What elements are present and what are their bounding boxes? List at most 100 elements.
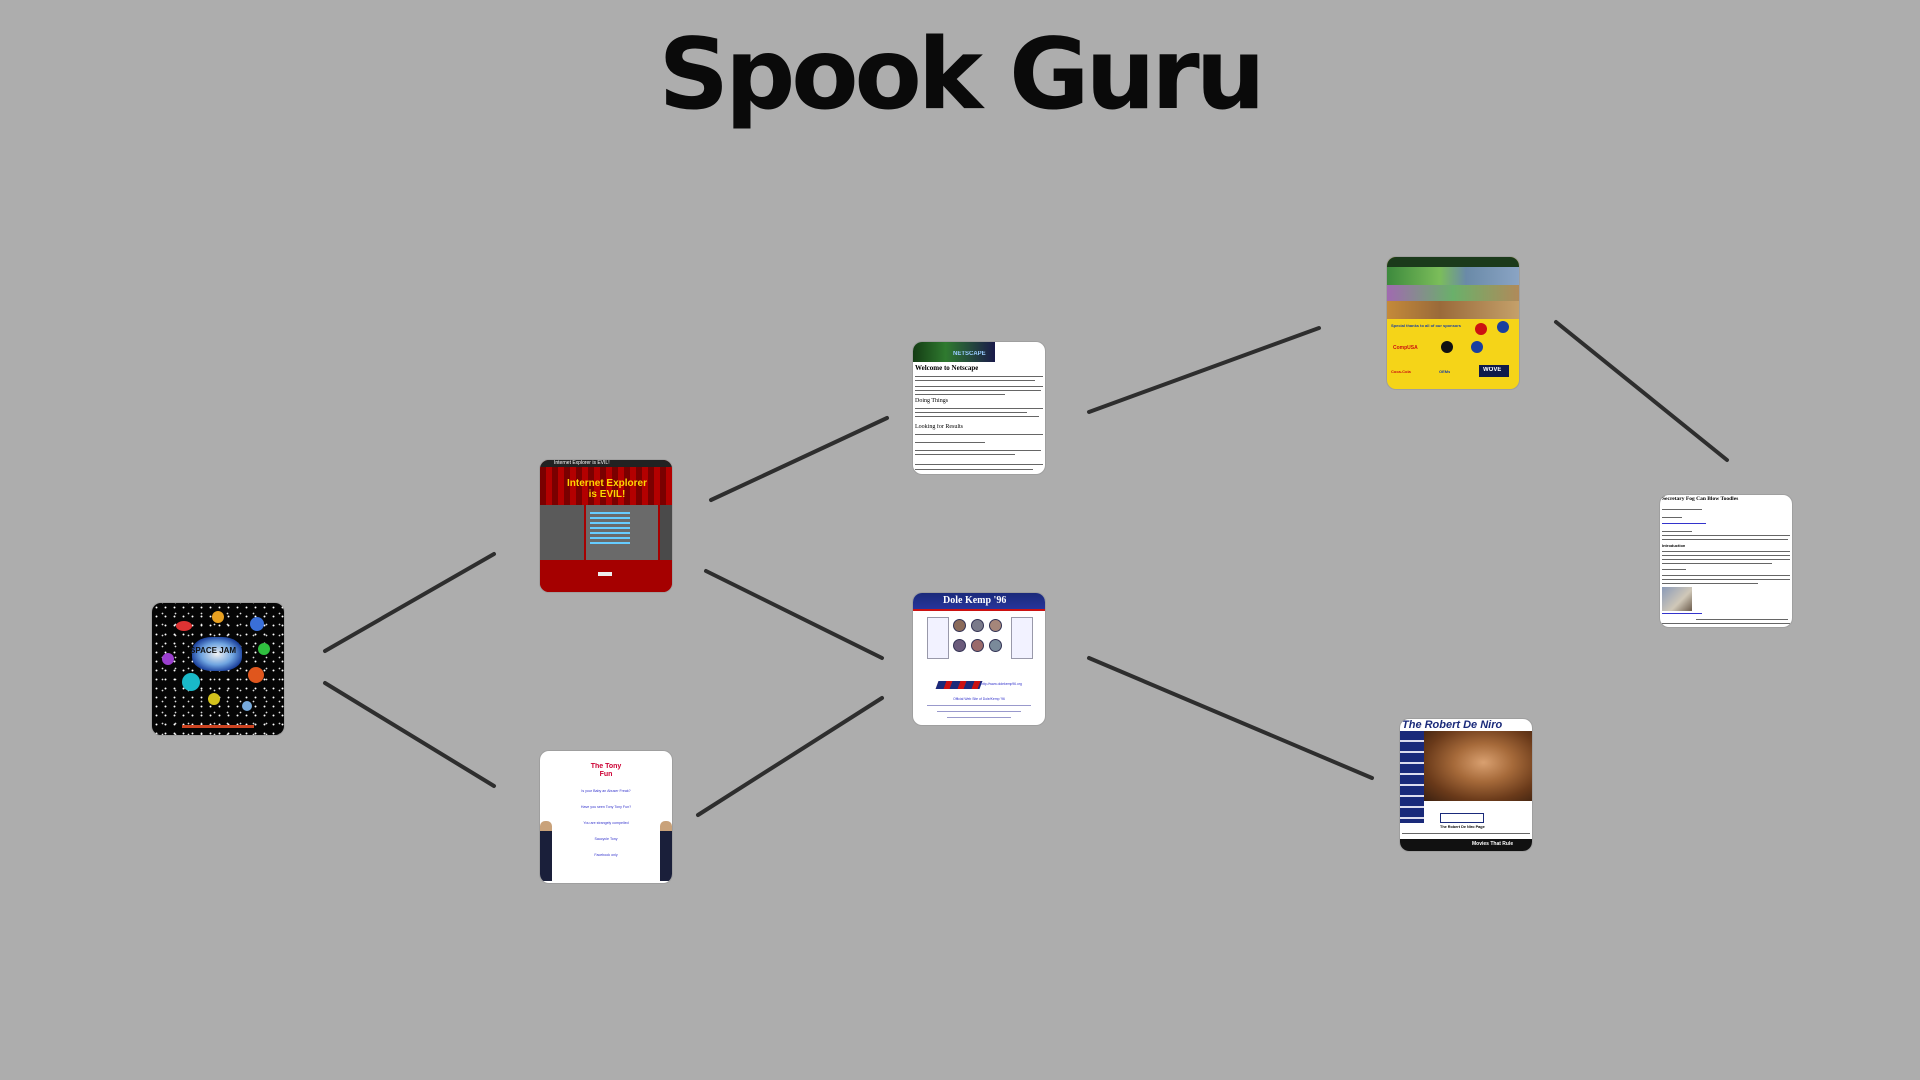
- dole-kemp-flag: [935, 681, 983, 689]
- planet-icon: [212, 611, 224, 623]
- de-niro-banner: [1400, 839, 1532, 851]
- link-dolekemp-deniro: [1087, 656, 1374, 780]
- planet-icon: [250, 617, 264, 631]
- node-ie-is-evil-site[interactable]: Internet Explorer is EVIL! Internet Expl…: [540, 460, 672, 592]
- tony-fun-link[interactable]: Have you seen Tony Tony Fun?: [580, 805, 632, 809]
- de-niro-banner-text[interactable]: Movies That Rule: [1472, 841, 1514, 847]
- link-tonyfun-dolekemp: [696, 696, 884, 817]
- text-line: [1662, 517, 1682, 519]
- text-line: [1662, 613, 1702, 615]
- de-niro-subheader: The Robert De Niro Page: [1440, 825, 1485, 829]
- planet-icon: [182, 673, 200, 691]
- tony-fun-link[interactable]: Facebook only: [594, 853, 618, 857]
- node-space-jam-site[interactable]: SPACE JAM: [152, 603, 284, 735]
- tony-fun-link[interactable]: Is your Baby an Abuser Freak?: [581, 789, 631, 793]
- candidate-photo[interactable]: [953, 619, 966, 632]
- sponsor-logo[interactable]: [1497, 321, 1509, 333]
- ie-headline: Internet Explorer is EVIL!: [566, 478, 648, 500]
- planet-icon: [242, 701, 252, 711]
- dole-kemp-banner: [913, 593, 1045, 611]
- text-line: [915, 408, 1043, 410]
- left-menu: [927, 617, 949, 659]
- text-line: [1662, 579, 1790, 581]
- sponsor-logo[interactable]: [1471, 341, 1483, 353]
- link-spacejam-tonyfun: [323, 681, 496, 788]
- text-line: [915, 390, 1041, 392]
- de-niro-sidebar: [1400, 731, 1424, 823]
- text-line: [1662, 569, 1686, 571]
- text-line: [1662, 623, 1790, 625]
- page-header: Internet Explorer is EVIL!: [554, 460, 610, 466]
- netscape-subheading: Looking for Results: [915, 424, 963, 430]
- candidate-photo[interactable]: [971, 619, 984, 632]
- candidate-photo[interactable]: [989, 639, 1002, 652]
- candidate-photo[interactable]: [989, 619, 1002, 632]
- sponsor-name[interactable]: WOVE: [1483, 367, 1502, 373]
- link-list[interactable]: [590, 512, 630, 514]
- node-sports-sponsor-site[interactable]: Special thanks to all of our sponsors Co…: [1387, 257, 1519, 389]
- secretary-section: Introduction: [1662, 543, 1686, 548]
- text-line: [1662, 509, 1702, 511]
- sponsor-name[interactable]: CompUSA: [1393, 345, 1418, 351]
- page-header-bar: [540, 460, 672, 467]
- text-line: [1662, 575, 1790, 577]
- text-line: [947, 717, 1011, 719]
- candidate-photo[interactable]: [953, 639, 966, 652]
- dole-kemp-footer: Official Web Site of Dole/Kemp '96: [953, 697, 1005, 701]
- right-menu: [1011, 617, 1033, 659]
- text-line: [1402, 833, 1530, 835]
- text-line: [915, 442, 985, 444]
- text-line: [915, 454, 1015, 456]
- candidate-photo[interactable]: [971, 639, 984, 652]
- planet-icon: [176, 621, 192, 631]
- text-line: [937, 711, 1021, 713]
- netscape-banner: [913, 342, 995, 362]
- text-line: [915, 450, 1041, 452]
- node-secretary-site[interactable]: Secretary Fog Can Blow Toodles Introduct…: [1660, 495, 1792, 627]
- sports-photo-strip: [1387, 301, 1519, 319]
- sponsor-logo[interactable]: [1441, 341, 1453, 353]
- node-netscape-site[interactable]: NETSCAPE Welcome to Netscape Doing Thing…: [913, 342, 1045, 474]
- secretary-photo: [1662, 587, 1692, 611]
- link-netscape-sports: [1087, 326, 1321, 414]
- text-line: [1662, 523, 1706, 525]
- page-title: Spook Guru: [658, 18, 1266, 132]
- text-line: [1696, 619, 1788, 621]
- footer-button[interactable]: [598, 572, 612, 576]
- node-de-niro-site[interactable]: The Robert De Niro The Robert De Niro Pa…: [1400, 719, 1532, 851]
- netscape-heading: Welcome to Netscape: [915, 364, 979, 372]
- link-sports-secretary: [1554, 320, 1729, 462]
- sponsor-badge[interactable]: [1479, 365, 1509, 377]
- text-line: [915, 469, 1033, 471]
- sponsor-name[interactable]: OEMs: [1439, 369, 1451, 374]
- node-tony-fun-site[interactable]: The Tony Fun Is your Baby an Abuser Frea…: [540, 751, 672, 883]
- dole-kemp-logo: Dole Kemp '96: [943, 595, 1007, 606]
- tony-fun-link[interactable]: You are strangely compelled: [583, 821, 629, 825]
- planet-icon: [248, 667, 264, 683]
- space-jam-caption: SPACE JAM: [190, 646, 237, 655]
- de-niro-logo-block: [1440, 813, 1484, 823]
- dole-kemp-url[interactable]: http://www.dolekemp96.org: [981, 682, 1022, 686]
- text-line: [1662, 551, 1790, 553]
- text-line: [915, 434, 1043, 436]
- text-line: [1662, 563, 1772, 565]
- netscape-logo: NETSCAPE: [953, 351, 986, 357]
- text-line: [1662, 583, 1758, 585]
- de-niro-header: The Robert De Niro: [1402, 719, 1503, 731]
- footer-text: [540, 560, 672, 592]
- footer-link[interactable]: [182, 725, 254, 728]
- sidebar-left: [540, 505, 584, 560]
- sponsor-name[interactable]: Coca-Cola: [1391, 369, 1411, 374]
- text-line: [1662, 555, 1790, 557]
- sponsor-logo[interactable]: [1475, 323, 1487, 335]
- sidebar-right: [660, 505, 672, 560]
- de-niro-photo: [1424, 731, 1532, 801]
- node-dole-kemp-site[interactable]: Dole Kemp '96 http://www.dolekemp96.org …: [913, 593, 1045, 725]
- netscape-subheading: Doing Things: [915, 398, 949, 404]
- text-line: [915, 464, 1043, 466]
- tony-fun-logo: The Tony Fun: [590, 763, 622, 778]
- text-line: [915, 386, 1043, 388]
- tony-fun-link[interactable]: Saucycle Tony: [594, 837, 618, 841]
- planet-icon: [258, 643, 270, 655]
